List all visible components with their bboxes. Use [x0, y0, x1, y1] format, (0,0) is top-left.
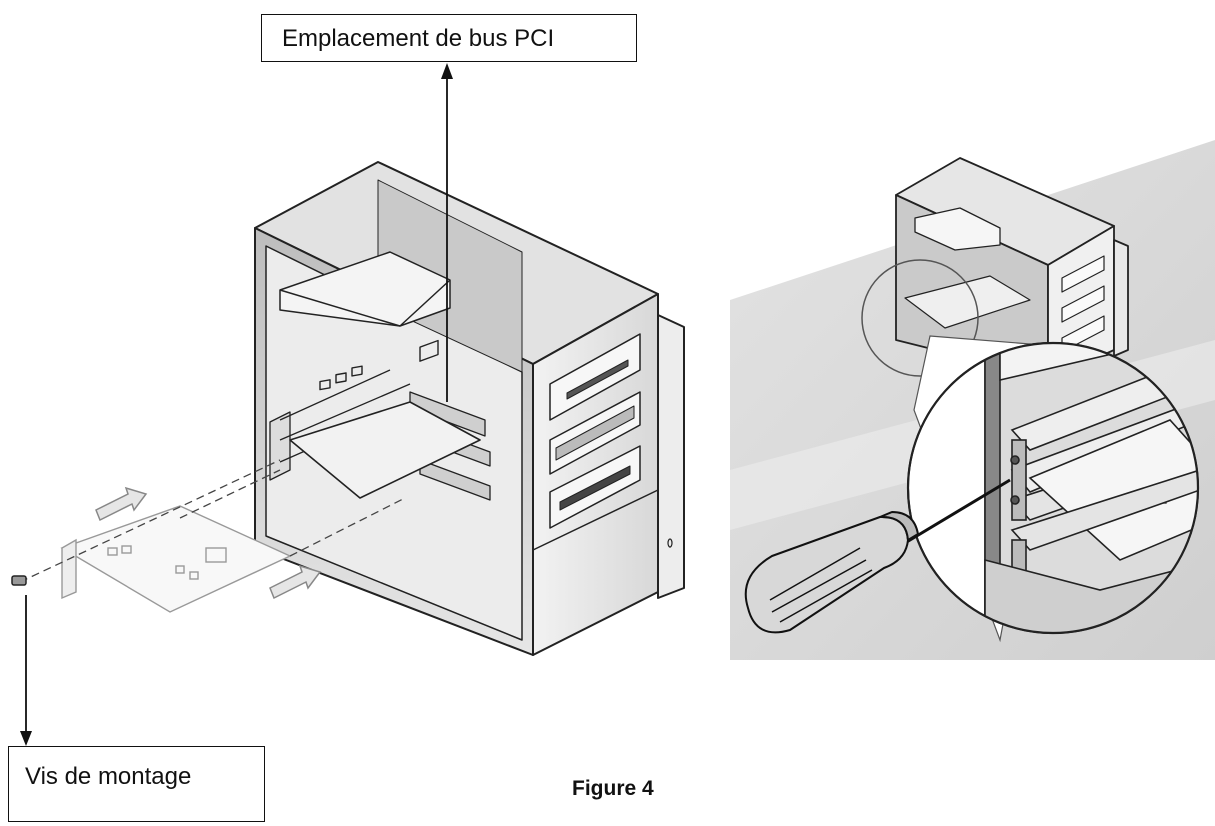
computer-case-right: [730, 140, 1215, 660]
insert-arrow-lower: [269, 564, 322, 600]
mounting-screw-icon: [11, 575, 27, 586]
screwdriver-icon: [744, 478, 1011, 634]
insert-arrow-upper: [95, 486, 148, 522]
guide-lines: [19, 459, 406, 583]
figure-caption: Figure 4: [572, 777, 654, 800]
pci-card-loose: [60, 505, 292, 613]
pci-pointer-arrow: [441, 63, 453, 402]
pci-slot-label: Emplacement de bus PCI: [261, 14, 637, 62]
mounting-screw-label: Vis de montage: [8, 746, 265, 822]
computer-case-left: [254, 161, 685, 656]
screw-pointer-arrow: [20, 595, 32, 746]
